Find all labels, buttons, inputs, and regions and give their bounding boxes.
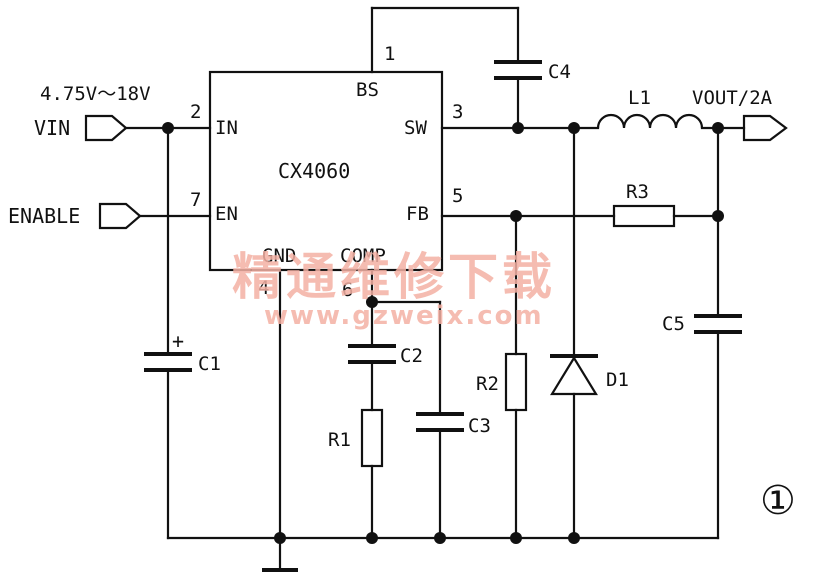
- gnd-junction-d1: [568, 532, 580, 544]
- l1-inductor: [596, 113, 704, 129]
- enable-label: ENABLE: [8, 204, 80, 228]
- gnd-junction-c3: [434, 532, 446, 544]
- r3-resistor: [612, 204, 676, 228]
- c2-label: C2: [400, 345, 423, 367]
- d1-diode-triangle: [550, 355, 598, 396]
- pin-gnd-label: GND: [262, 245, 296, 267]
- pin-in-number: 2: [190, 101, 201, 123]
- gnd-junction-r2: [510, 532, 522, 544]
- r2-label: R2: [476, 373, 499, 395]
- watermark-url: www.gzweix.com: [264, 301, 544, 331]
- vout-label: VOUT/2A: [692, 87, 773, 109]
- vout-port-arrow: [742, 114, 788, 142]
- r2-resistor: [504, 352, 528, 412]
- vin-port-arrow: [84, 114, 128, 142]
- vin-label: VIN: [34, 116, 70, 140]
- ic-body: [208, 70, 444, 272]
- pin-comp-number: 6: [342, 279, 353, 301]
- c4-label: C4: [548, 61, 571, 83]
- pin-fb-number: 5: [452, 185, 463, 207]
- gnd-junction-r1: [366, 532, 378, 544]
- pin-sw-number: 3: [452, 101, 463, 123]
- ic-name: CX4060: [278, 159, 350, 183]
- pin-sw-label: SW: [404, 117, 427, 139]
- pin-bs-number: 1: [384, 43, 395, 65]
- pin-fb-label: FB: [406, 203, 429, 225]
- c1-polarity: +: [172, 329, 184, 353]
- pin-en-number: 7: [190, 189, 201, 211]
- r3-label: R3: [626, 181, 649, 203]
- pin-en-label: EN: [215, 203, 238, 225]
- watermark-text: 精通维修下载: [232, 248, 556, 306]
- c1-label: C1: [198, 353, 221, 375]
- r1-resistor: [360, 408, 384, 468]
- sw-junction-c4: [512, 122, 524, 134]
- d1-label: D1: [606, 369, 629, 391]
- enable-port-arrow: [98, 202, 142, 230]
- pin-gnd-number: 4: [258, 277, 269, 299]
- pin-in-label: IN: [215, 117, 238, 139]
- figure-number: ①: [760, 478, 796, 524]
- c3-label: C3: [468, 415, 491, 437]
- pin-bs-label: BS: [356, 79, 379, 101]
- c5-label: C5: [662, 313, 685, 335]
- l1-label: L1: [628, 87, 651, 109]
- pin-comp-label: COMP: [340, 245, 386, 267]
- vin-range-label: 4.75V～18V: [40, 83, 151, 105]
- r1-label: R1: [328, 429, 351, 451]
